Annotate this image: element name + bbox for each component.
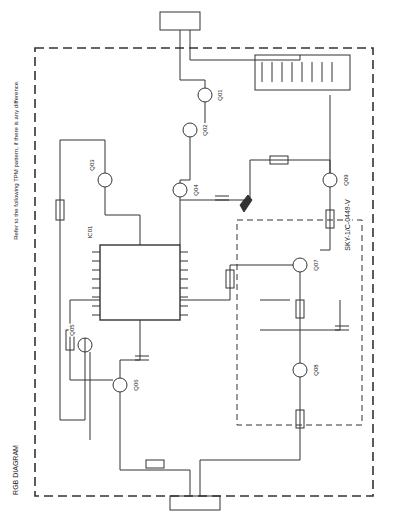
- connector-bottom: [170, 496, 220, 510]
- transistors: [78, 88, 337, 392]
- diagram-title: RGB DIAGRAM: [12, 444, 20, 496]
- ic-body: [100, 245, 180, 320]
- coil-windings: [262, 62, 332, 82]
- transistor-label: Q08: [313, 363, 320, 376]
- transistor-label: Q01: [217, 88, 224, 101]
- resistors: [56, 156, 334, 468]
- transistor-label: Q04: [193, 183, 200, 196]
- transistor-label: Q02: [202, 123, 209, 136]
- ic-pins: [92, 252, 188, 315]
- transistor-label: Q03: [89, 158, 96, 171]
- shield-outline: [35, 48, 373, 496]
- transistor-label: Q06: [133, 378, 140, 391]
- part-number: SKY-1/C-0449-V: [344, 198, 352, 252]
- note-text: Refer to the following TPM pattern, if t…: [13, 79, 20, 241]
- ic-label: IC01: [87, 225, 94, 240]
- wires: [60, 30, 340, 496]
- capacitors: [135, 196, 349, 360]
- connector-top: [160, 12, 200, 30]
- transistor-label: Q07: [313, 258, 320, 271]
- transistor-label: Q09: [343, 173, 350, 186]
- transistor-label: Q05: [69, 323, 76, 336]
- adjust-pointer: [240, 195, 252, 212]
